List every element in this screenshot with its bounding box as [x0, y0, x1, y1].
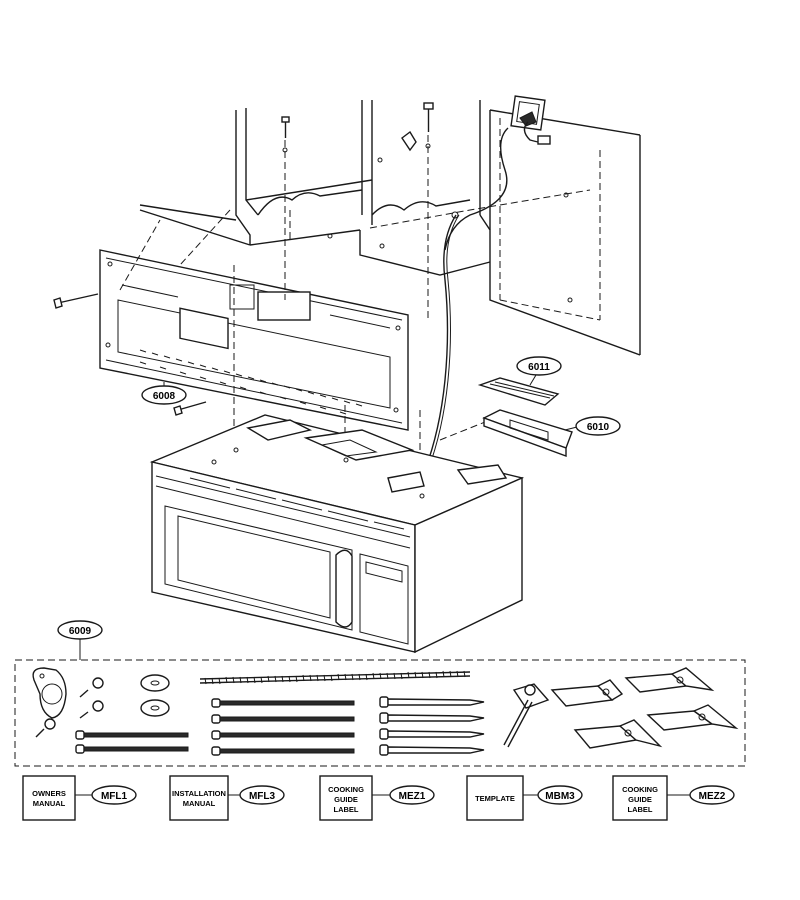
cord-clamp-icon: [32, 667, 67, 719]
callout-6009: 6009: [57, 620, 103, 640]
doc-cooking-guide-2-line2: GUIDE: [628, 795, 652, 804]
threaded-rod-icon: [199, 670, 471, 685]
wall-outlet-icon: [444, 95, 551, 251]
callout-6010-label: 6010: [587, 422, 610, 433]
top-screw-right-icon: [423, 102, 434, 132]
power-cord-icon: [424, 214, 457, 471]
toggle-bolt-icon: [503, 683, 550, 748]
doc-installation-manual-code: MFL3: [249, 791, 276, 802]
doc-installation-manual: INSTALLATION MANUAL MFL3: [169, 775, 285, 821]
callout-6011-label: 6011: [528, 362, 550, 373]
microwave-oven: [149, 414, 525, 654]
doc-owners-manual-code: MFL1: [101, 791, 128, 802]
doc-template-code: MBM3: [545, 791, 575, 802]
mounting-plate-6008: [99, 249, 409, 431]
doc-template-line1: TEMPLATE: [475, 794, 515, 803]
doc-cooking-guide-1-line2: GUIDE: [334, 795, 358, 804]
callout-6008: 6008: [141, 385, 187, 405]
doc-cooking-guide-2-line1: COOKING: [622, 785, 658, 794]
doc-cooking-guide-1-code: MEZ1: [399, 791, 426, 802]
doc-template: TEMPLATE MBM3: [466, 775, 583, 821]
callout-6011: 6011: [516, 356, 562, 376]
exhaust-adapter-6010: [482, 409, 573, 458]
plate-screw-bottom-icon: [173, 401, 207, 416]
doc-cooking-guide-label-1: COOKING GUIDE LABEL MEZ1: [319, 775, 435, 821]
hardware-kit-items: [32, 667, 739, 756]
doc-cooking-guide-1-line1: COOKING: [328, 785, 364, 794]
top-screw-left-icon: [281, 116, 290, 138]
doc-installation-manual-line2: MANUAL: [183, 799, 216, 808]
washer-icon: [140, 674, 170, 717]
doc-owners-manual-line2: MANUAL: [33, 799, 66, 808]
callout-6008-label: 6008: [153, 391, 176, 402]
doc-cooking-guide-label-2: COOKING GUIDE LABEL MEZ2: [612, 775, 735, 821]
doc-owners-manual: OWNERS MANUAL MFL1: [22, 775, 137, 821]
long-bolt-icon: [75, 698, 355, 756]
wood-screw-icon: [379, 696, 485, 756]
toggle-wing-icon: [550, 667, 739, 749]
bracket-clip-icon: [401, 130, 417, 152]
hardware-kit-box: [14, 659, 746, 767]
doc-installation-manual-line1: INSTALLATION: [172, 789, 226, 798]
doc-owners-manual-line1: OWNERS: [32, 789, 66, 798]
damper-part-6011: [477, 377, 560, 406]
callout-6010: 6010: [575, 416, 621, 436]
plate-screw-left-icon: [53, 293, 99, 309]
doc-cooking-guide-2-code: MEZ2: [699, 791, 726, 802]
doc-cooking-guide-2-line3: LABEL: [628, 805, 653, 814]
callout-6009-label: 6009: [69, 626, 92, 637]
small-screw-icon: [35, 677, 104, 738]
doc-cooking-guide-1-line3: LABEL: [334, 805, 359, 814]
